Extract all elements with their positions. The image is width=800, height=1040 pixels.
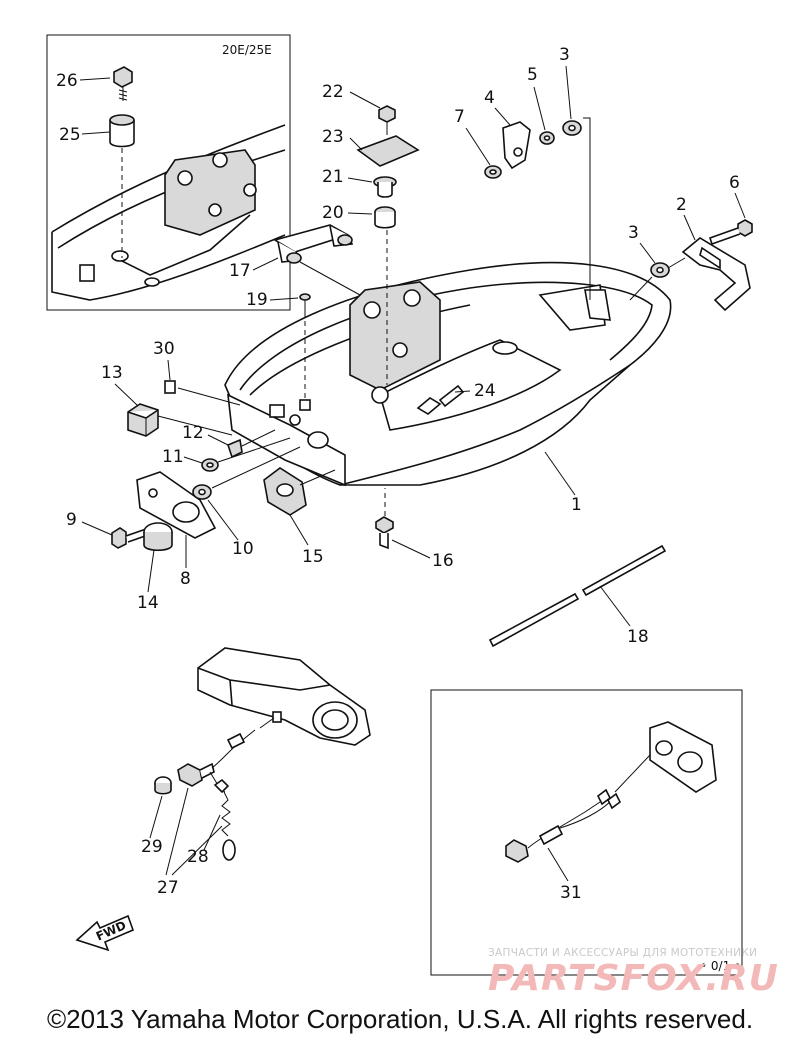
callout-25: 25 — [59, 125, 81, 145]
plate-23 — [356, 135, 420, 167]
callout-21: 21 — [322, 167, 344, 187]
callout-29: 29 — [141, 837, 163, 857]
lanyard-28 — [213, 778, 236, 861]
washer-5 — [539, 131, 555, 145]
bracket-2 — [681, 237, 751, 312]
switch-27 — [177, 729, 256, 793]
inset-31: 31 • 0/1 • — [430, 689, 743, 976]
collar-25 — [109, 114, 135, 148]
callout-1: 1 — [571, 495, 582, 515]
watermark-tagline: ЗАПЧАСТИ И АКСЕССУАРЫ ДЛЯ МОТОТЕХНИКИ — [488, 947, 758, 959]
callout-31: 31 — [560, 883, 582, 903]
screw-9 — [111, 527, 150, 549]
inset-cowling-body — [51, 232, 286, 301]
inset-rim-outer — [51, 124, 286, 233]
grommet-15 — [263, 467, 307, 516]
callout-5: 5 — [527, 65, 538, 85]
cap-13 — [127, 403, 159, 437]
callout-16: 16 — [432, 551, 454, 571]
callout-15: 15 — [302, 547, 324, 567]
drain-16 — [375, 516, 394, 550]
bolt-26 — [113, 66, 133, 101]
watermark-logo: PARTSFOX.RU — [488, 958, 779, 999]
callout-13: 13 — [101, 363, 123, 383]
bracket-4 — [502, 121, 531, 170]
inset-floor — [119, 214, 251, 276]
callout-8: 8 — [180, 569, 191, 589]
plate-8 — [136, 471, 217, 539]
bolt-22 — [378, 105, 396, 135]
plug-14 — [143, 522, 173, 552]
grommet-3b — [650, 262, 670, 278]
cap-29 — [154, 776, 172, 795]
cowling-lower-edge — [339, 364, 631, 486]
grommet-3a — [562, 120, 582, 136]
callout-22: 22 — [322, 82, 344, 102]
callout-23: 23 — [322, 127, 344, 147]
nut-10 — [192, 484, 212, 500]
callout-10: 10 — [232, 539, 254, 559]
callout-7: 7 — [454, 107, 465, 127]
grommet-20 — [374, 206, 396, 229]
callout-19: 19 — [246, 290, 268, 310]
callout-26: 26 — [56, 71, 78, 91]
inset-20e-25e: 20E/25E 26 25 — [46, 34, 291, 311]
bracket-17 — [272, 224, 354, 264]
leader-3a — [583, 117, 591, 300]
callout-14: 14 — [137, 593, 159, 613]
callout-27: 27 — [157, 878, 179, 898]
cowling-floor — [379, 339, 562, 431]
collar-21 — [373, 176, 397, 198]
callout-9: 9 — [66, 510, 77, 530]
lower-bracket — [197, 647, 371, 746]
nut-7 — [484, 165, 502, 179]
inset-31-frame — [430, 689, 743, 976]
inset-frame — [46, 34, 291, 311]
cowling-rim — [239, 281, 653, 391]
pin-19 — [299, 293, 311, 312]
seal-strip-18 — [488, 544, 667, 648]
fwd-arrow-icon: FWD — [75, 914, 135, 952]
callout-11: 11 — [162, 447, 184, 467]
version-label: • 0/1 • — [700, 959, 741, 973]
nut-11 — [201, 458, 219, 472]
callout-4: 4 — [484, 88, 495, 108]
callout-3b: 3 — [628, 223, 639, 243]
callout-17: 17 — [229, 261, 251, 281]
inset-label: 20E/25E — [222, 43, 272, 57]
callout-12: 12 — [182, 423, 204, 443]
callout-30: 30 — [153, 339, 175, 359]
callout-3a: 3 — [559, 45, 570, 65]
bolt-6 — [708, 219, 753, 246]
callout-28: 28 — [187, 847, 209, 867]
copyright-notice: ©2013 Yamaha Motor Corporation, U.S.A. A… — [46, 1004, 754, 1034]
clip-12 — [227, 438, 243, 459]
label-30 — [164, 380, 176, 394]
bottom-cowling-1 — [224, 261, 672, 487]
callout-24: 24 — [474, 381, 496, 401]
callout-2: 2 — [676, 195, 687, 215]
callout-6: 6 — [729, 173, 740, 193]
fitting-24 — [416, 384, 465, 415]
callout-20: 20 — [322, 203, 344, 223]
callout-18: 18 — [627, 627, 649, 647]
cowling-front-panel — [227, 393, 346, 487]
